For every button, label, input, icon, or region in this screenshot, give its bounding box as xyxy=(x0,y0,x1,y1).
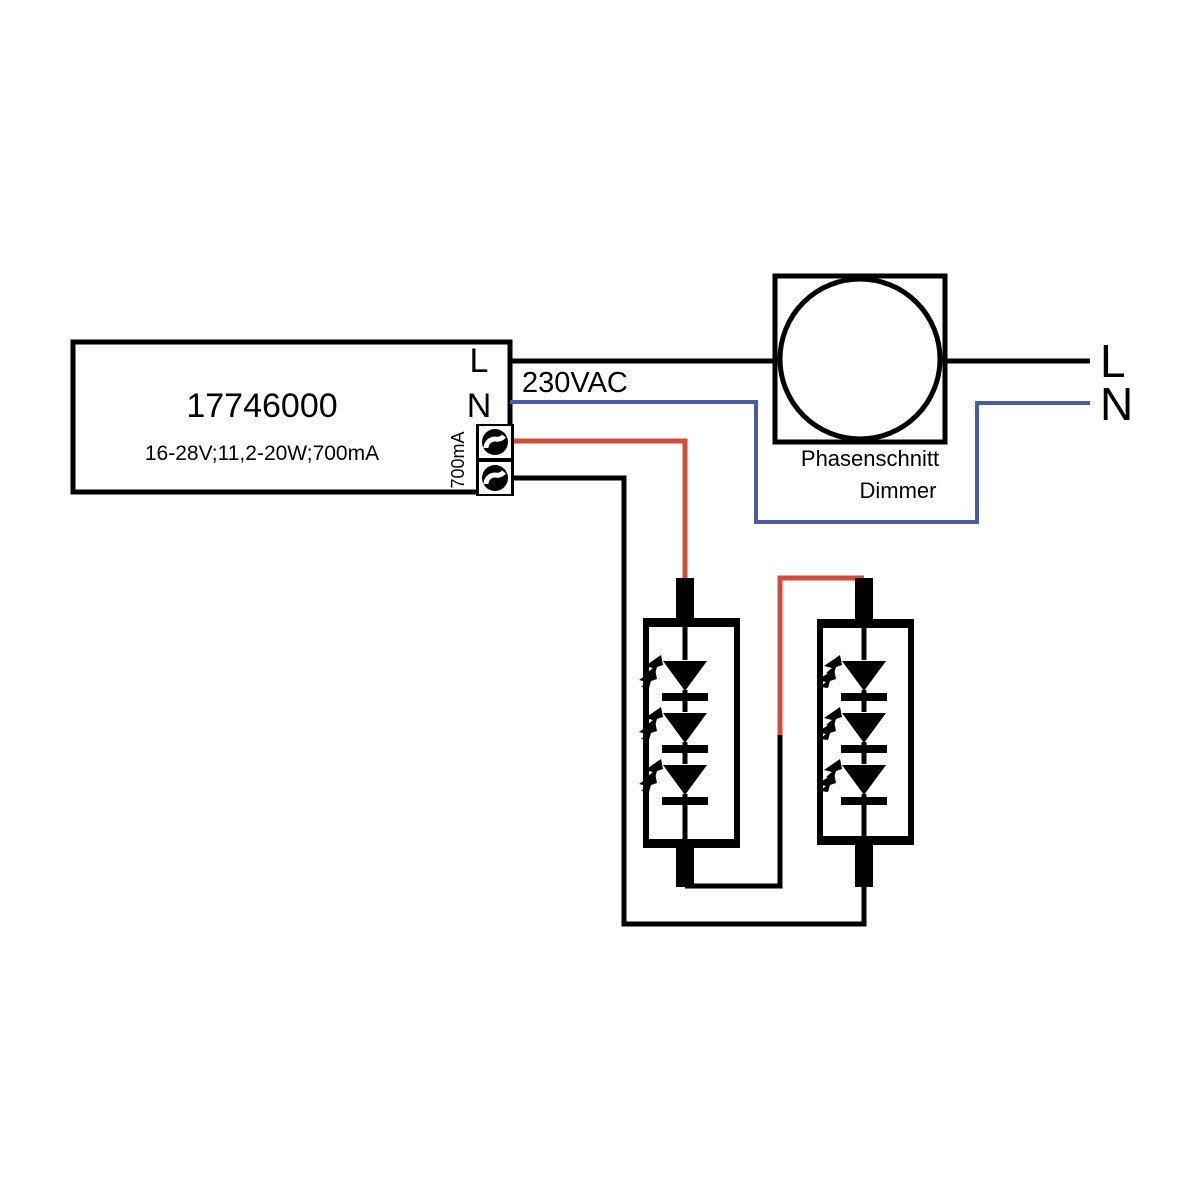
driver-terminal-l-label: L xyxy=(470,342,489,380)
wire-module-1-bottom-to-link xyxy=(685,735,783,889)
led-module-2 xyxy=(817,578,914,887)
driver-product-code: 17746000 xyxy=(186,387,337,425)
led-module-2-bottom-terminal[interactable] xyxy=(855,845,873,887)
screw-terminal-positive[interactable] xyxy=(479,426,511,458)
wire-led-minus-to-module-2 xyxy=(514,475,867,927)
mains-voltage-label: 230VAC xyxy=(522,367,628,399)
driver-terminal-n-label: N xyxy=(467,387,492,425)
led-module-1-bottom-terminal[interactable] xyxy=(676,845,694,887)
driver-output-current-label: 700mA xyxy=(448,431,468,488)
driver-specs: 16-28V;11,2-20W;700mA xyxy=(145,442,379,465)
dimmer-label-line1: Phasenschnitt xyxy=(801,446,939,471)
supply-l-label: L xyxy=(1100,335,1126,387)
wire-link-to-module-2-top xyxy=(777,575,864,735)
phasenschnitt-dimmer[interactable] xyxy=(772,273,948,445)
dimmer-label-line2: Dimmer xyxy=(860,478,937,503)
led-module-1-top-terminal[interactable] xyxy=(676,578,694,620)
driver-output-terminal-block[interactable] xyxy=(476,424,514,496)
led-module-1 xyxy=(639,578,740,887)
led-module-2-top-terminal[interactable] xyxy=(855,578,873,620)
screw-terminal-negative[interactable] xyxy=(479,462,511,494)
wire-led-plus-to-module-1 xyxy=(514,438,688,580)
supply-n-label: N xyxy=(1100,378,1133,430)
led-driver-box: 17746000 16-28V;11,2-20W;700mA xyxy=(70,339,513,495)
wire-neutral-driver-to-supply xyxy=(510,400,1090,524)
dimmer-knob-icon[interactable] xyxy=(777,276,943,442)
